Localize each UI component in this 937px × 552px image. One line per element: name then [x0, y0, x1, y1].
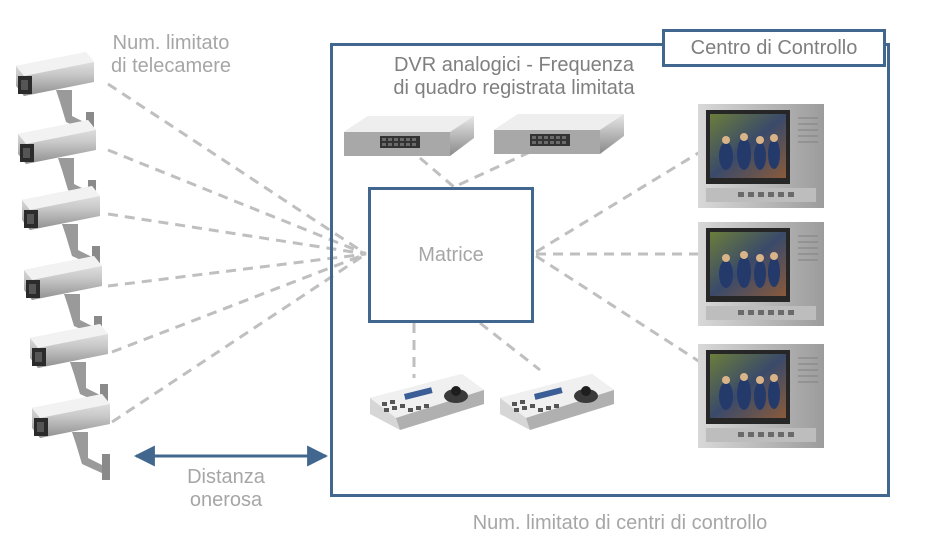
control-center-title: Centro di Controllo — [662, 29, 886, 67]
link-camera-4 — [107, 252, 367, 288]
distance-label-line-1: Distanza — [187, 466, 265, 488]
dvr-label: DVR analogici - Frequenza di quadro regi… — [364, 54, 664, 100]
control-center-box — [330, 43, 890, 497]
control-links — [412, 150, 701, 378]
link-camera-2 — [107, 148, 367, 256]
distance-label: Distanza onerosa — [166, 466, 286, 512]
link-camera-3 — [107, 212, 367, 256]
camera-links — [107, 82, 367, 424]
matrix-node: Matrice — [368, 187, 534, 323]
dvr-label-line-1: DVR analogici - Frequenza — [393, 54, 635, 76]
link-camera-1 — [107, 82, 367, 256]
dvr-label-line-2: di quadro registrata limitata — [393, 77, 635, 99]
link-dvr-2 — [453, 150, 531, 189]
link-monitor-3 — [535, 254, 701, 364]
distance-label-line-2: onerosa — [189, 489, 263, 511]
link-monitor-1 — [535, 150, 701, 254]
link-camera-5 — [111, 252, 367, 354]
camera-6-icon — [32, 394, 110, 480]
cameras-label-line-2: di telecamere — [110, 55, 232, 77]
cameras-label-line-1: Num. limitato — [112, 32, 230, 54]
matrix-label: Matrice — [418, 243, 484, 266]
footer-label: Num. limitato di centri di controllo — [472, 512, 768, 534]
cameras-label: Num. limitato di telecamere — [96, 32, 246, 78]
link-dvr-1 — [419, 156, 455, 189]
link-keyboard-2 — [479, 321, 541, 372]
